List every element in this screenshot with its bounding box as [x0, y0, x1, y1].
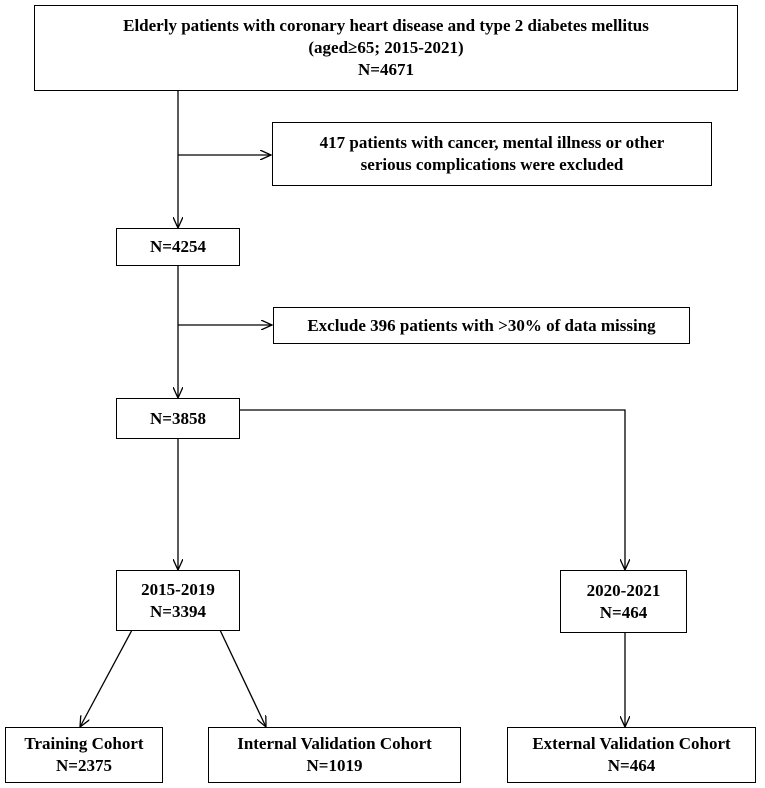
internal-validation-count: N=1019	[306, 756, 363, 775]
external-validation-count: N=464	[607, 756, 656, 775]
external-validation-box: External Validation Cohort N=464	[507, 727, 756, 783]
arrow-to-training-cohort	[80, 629, 133, 727]
exclusion2-line1: Exclude 396 patients with >30% of data m…	[307, 315, 656, 335]
after-exclusion1-count: N=4254	[150, 237, 206, 256]
training-cohort-count: N=2375	[56, 756, 112, 775]
internal-validation-label: Internal Validation Cohort	[237, 734, 432, 753]
exclusion1-box: 417 patients with cancer, mental illness…	[272, 122, 712, 186]
after-exclusion1-box: N=4254	[116, 228, 240, 266]
period-2015-2019-box: 2015-2019 N=3394	[116, 570, 240, 631]
external-validation-label: External Validation Cohort	[532, 734, 731, 753]
arrow-to-internal-validation	[219, 629, 266, 727]
after-exclusion2-box: N=3858	[116, 398, 240, 439]
period-2020-2021-label: 2020-2021	[586, 580, 661, 600]
internal-validation-box: Internal Validation Cohort N=1019	[208, 727, 461, 783]
exclusion1-line2: serious complications were excluded	[360, 155, 624, 174]
period-2020-2021-count: N=464	[599, 602, 648, 622]
exclusion1-line1: 417 patients with cancer, mental illness…	[319, 133, 665, 152]
initial-population-line3: N=4671	[358, 60, 414, 79]
training-cohort-label: Training Cohort	[24, 734, 144, 753]
period-2015-2019-count: N=3394	[150, 601, 206, 621]
after-exclusion2-count: N=3858	[150, 408, 206, 428]
period-2020-2021-box: 2020-2021 N=464	[560, 570, 687, 633]
arrow-3858-to-2020-2021	[239, 409, 625, 570]
initial-population-box: Elderly patients with coronary heart dis…	[34, 5, 738, 91]
training-cohort-box: Training Cohort N=2375	[5, 727, 163, 783]
period-2015-2019-label: 2015-2019	[141, 579, 215, 599]
initial-population-line2: (aged≥65; 2015-2021)	[308, 38, 464, 57]
initial-population-line1: Elderly patients with coronary heart dis…	[123, 16, 649, 35]
exclusion2-box: Exclude 396 patients with >30% of data m…	[273, 307, 690, 344]
